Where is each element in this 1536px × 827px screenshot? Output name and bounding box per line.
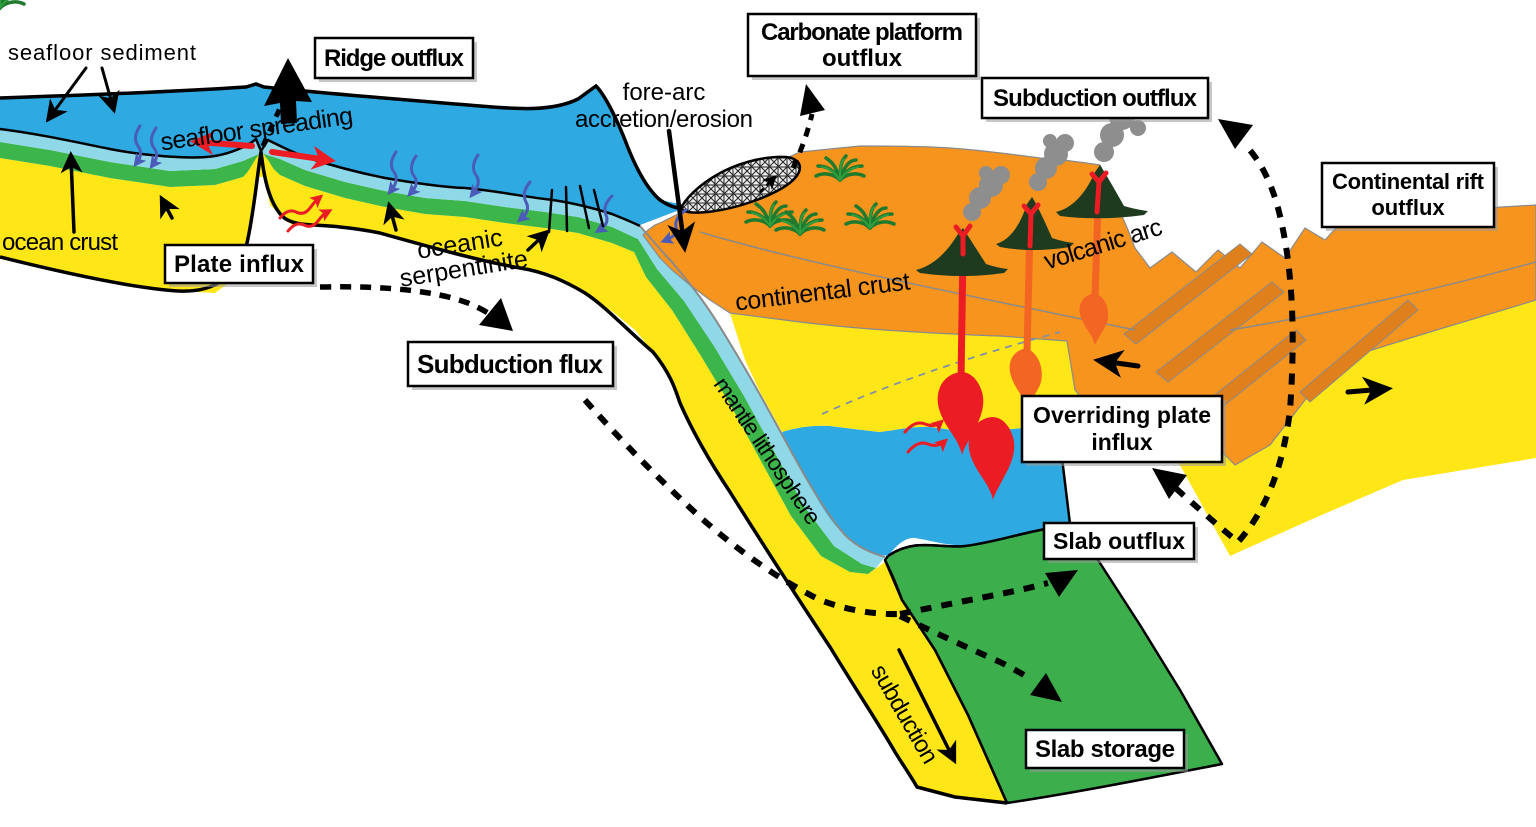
label-forearc: fore-arc accretion/erosion — [575, 79, 753, 133]
serpentinite-arrow — [383, 201, 405, 232]
seafloor-spreading-arrows — [190, 131, 336, 170]
svg-text:accretion/erosion: accretion/erosion — [575, 106, 753, 133]
trench-fault-lines — [547, 184, 605, 234]
label-box-carbonate-outflux: Carbonate platform outflux — [746, 12, 980, 80]
slab-storage-arrowhead — [1030, 673, 1062, 702]
flux-arrowheads — [264, 58, 1253, 702]
plate-influx-path — [319, 284, 497, 321]
overriding-plate-motion-arrow — [1093, 350, 1141, 378]
label-box-plate-influx: Plate influx — [163, 243, 317, 287]
smoke-plume-icon — [1029, 134, 1074, 191]
svg-text:Overriding plate: Overriding plate — [1033, 402, 1211, 428]
plate-bottom-outline — [0, 150, 1008, 805]
svg-text:Ridge outflux: Ridge outflux — [324, 45, 465, 72]
slab-outflux-arrowhead — [1045, 570, 1078, 597]
overriding-influx-arrowhead — [1152, 468, 1187, 499]
volcano-icon — [996, 197, 1074, 250]
volcano-vents — [953, 170, 1109, 257]
continental-rift-blocks — [1123, 243, 1419, 421]
label-box-ridge-outflux: Ridge outflux — [313, 36, 477, 82]
spreading-arrow-left — [190, 131, 255, 156]
svg-text:Slab storage: Slab storage — [1035, 736, 1175, 763]
subduction-flux-path — [582, 398, 901, 618]
slab-yellow-green-boundary — [883, 559, 1009, 804]
ocean-crust-arrow — [60, 151, 83, 234]
label-box-continental-rift-outflux: Continental rift outflux — [1320, 161, 1498, 231]
label-box-slab-storage: Slab storage — [1024, 728, 1188, 772]
magma-diapir-red — [968, 417, 1015, 500]
label-seafloor-sediment: seafloor sediment — [8, 40, 196, 65]
serpentinite-arrow — [526, 229, 551, 253]
subduction-outflux-arrowhead — [1218, 119, 1253, 149]
label-oceanic-serpentinite: oceanic serpentinite — [398, 224, 530, 293]
seafloor-sediment-arrow — [98, 66, 120, 114]
svg-text:Slab outflux: Slab outflux — [1053, 528, 1185, 554]
crust-crease-line — [699, 231, 1136, 331]
label-box-overriding-plate-influx: Overriding plate influx — [1020, 394, 1226, 466]
ridge-outflux-arrow — [264, 58, 312, 124]
label-box-subduction-outflux: Subduction outflux — [980, 76, 1212, 122]
spreading-arrow-right — [269, 145, 336, 170]
label-box-subduction-flux: Subduction flux — [406, 340, 617, 390]
subduction-interface-line — [639, 225, 886, 558]
svg-text:Carbonate platform: Carbonate platform — [761, 19, 963, 46]
svg-text:outflux: outflux — [822, 45, 903, 72]
sea-surface-line — [0, 82, 692, 210]
magma-diapir-red — [937, 372, 984, 455]
serpentinite-arrow — [159, 194, 180, 220]
smoke-plume-icon — [963, 166, 1010, 221]
volcano-icon — [1056, 165, 1148, 219]
slab-storage-path — [898, 613, 1034, 683]
carbonate-platform-mini-arrow — [759, 175, 777, 193]
flux-paths — [260, 106, 1296, 683]
boxed-labels: Ridge outflux Carbonate platform outflux… — [163, 12, 1498, 772]
carbonate-platform — [680, 155, 802, 214]
mantle-lithosphere-body — [0, 152, 1007, 803]
subduction-flux-arrowhead — [479, 298, 513, 331]
seafloor-sediment-arrow — [45, 66, 88, 123]
magma-diapir-orange — [1009, 348, 1042, 409]
carbonate-outflux-arrowhead — [800, 84, 825, 116]
svg-text:influx: influx — [1091, 429, 1153, 455]
svg-text:Subduction flux: Subduction flux — [417, 349, 604, 379]
pointer-arrows — [45, 66, 1393, 765]
label-ocean-crust: ocean crust — [2, 229, 118, 256]
palm-trees — [0, 0, 896, 236]
magma-conduit-orange — [1091, 201, 1102, 301]
right-block-edge-line — [1229, 261, 1536, 331]
magma-diapir-orange — [1079, 293, 1109, 345]
rift-extension-arrow — [1345, 376, 1393, 405]
svg-text:fore-arc: fore-arc — [623, 79, 706, 106]
slab-outflux-path — [899, 580, 1049, 617]
melt-wavy-arrows — [903, 419, 949, 454]
svg-text:Subduction outflux: Subduction outflux — [993, 85, 1198, 112]
carbonate-outflux-dashes — [790, 113, 815, 170]
ridge-hydrothermal-arrows — [278, 194, 333, 233]
svg-text:outflux: outflux — [1371, 195, 1445, 220]
label-box-slab-outflux: Slab outflux — [1042, 521, 1198, 563]
svg-text:Plate influx: Plate influx — [174, 251, 305, 278]
ridge-outflux-dashes — [260, 106, 283, 148]
ocean-water — [0, 84, 690, 225]
lithosphere-dashed-line — [821, 331, 1061, 415]
overriding-influx-rift-arc — [1157, 146, 1296, 547]
subduction-direction-arrow — [897, 648, 957, 765]
forearc-arrow — [666, 128, 696, 253]
svg-text:Continental rift: Continental rift — [1332, 169, 1485, 194]
